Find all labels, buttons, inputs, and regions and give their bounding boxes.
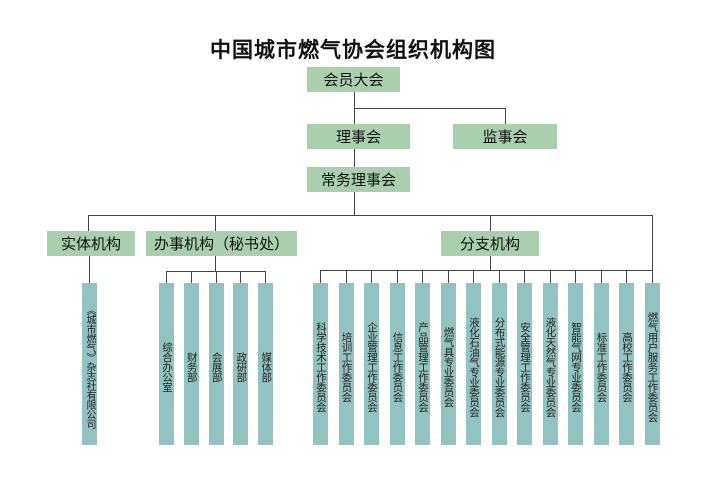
general-assembly-box: 会员大会 [307,67,400,92]
connector [371,270,372,283]
connector [354,192,355,215]
connector [651,270,653,283]
connector [320,270,652,271]
branch-column: 分布式能源专业委员会 [491,283,507,445]
connector [490,215,491,231]
connector [549,270,551,283]
office-column: 会展部 [208,283,224,445]
chart-title: 中国城市燃气协会组织机构图 [210,37,496,62]
connector [575,270,576,283]
connector [320,270,321,283]
branches-box: 分支机构 [441,231,539,256]
connector [345,270,347,283]
office-column: 媒体部 [258,283,274,445]
connector [652,215,653,270]
connector [626,270,627,283]
branch-column: 产品管理工作委员会 [415,283,430,445]
office-column: 综合办公室 [159,283,174,445]
branch-column: 安全管理工作委员会 [517,283,532,445]
connector [498,270,500,283]
branch-column: 燃气具专业委员会 [440,283,456,445]
connector [215,271,217,283]
connector [89,256,90,283]
branch-column: 高校工作委员会 [619,283,634,445]
branch-column: 信息工作委员会 [389,283,405,445]
connector [354,149,355,167]
connector [505,108,506,124]
branch-column: 培训工作委员会 [338,283,354,445]
entity-column: 《城市燃气》杂志社有限公司 [82,283,97,445]
connector [88,215,652,216]
council-box: 理事会 [307,124,410,149]
connector [240,271,242,283]
connector [447,270,449,283]
connector [524,270,525,283]
connector [166,271,167,283]
connector [473,270,474,283]
connector [600,270,602,283]
standing-council-box: 常务理事会 [307,167,410,192]
connector [88,215,89,231]
branch-column: 智能气网专业委员会 [568,283,583,445]
connector [396,270,398,283]
entities-box: 实体机构 [47,231,135,256]
offices-box: 办事机构（秘书处） [146,231,297,256]
branch-column: 科学技术工作委员会 [313,283,328,445]
office-column: 财务部 [183,283,199,445]
branch-column: 液化石油气专业委员会 [466,283,481,445]
connector [490,256,491,270]
branch-column: 燃气用户服务工作委员会 [644,283,660,445]
connector [190,271,192,283]
branch-column: 标准工作委员会 [593,283,609,445]
branch-column: 液化天然气专业委员会 [542,283,558,445]
connector [354,108,505,109]
connector [265,271,267,283]
branch-column: 企业管理工作委员会 [364,283,379,445]
supervisors-box: 监事会 [453,124,557,149]
connector [215,215,216,231]
connector [215,256,216,271]
office-column: 政研部 [233,283,249,445]
connector [422,270,423,283]
